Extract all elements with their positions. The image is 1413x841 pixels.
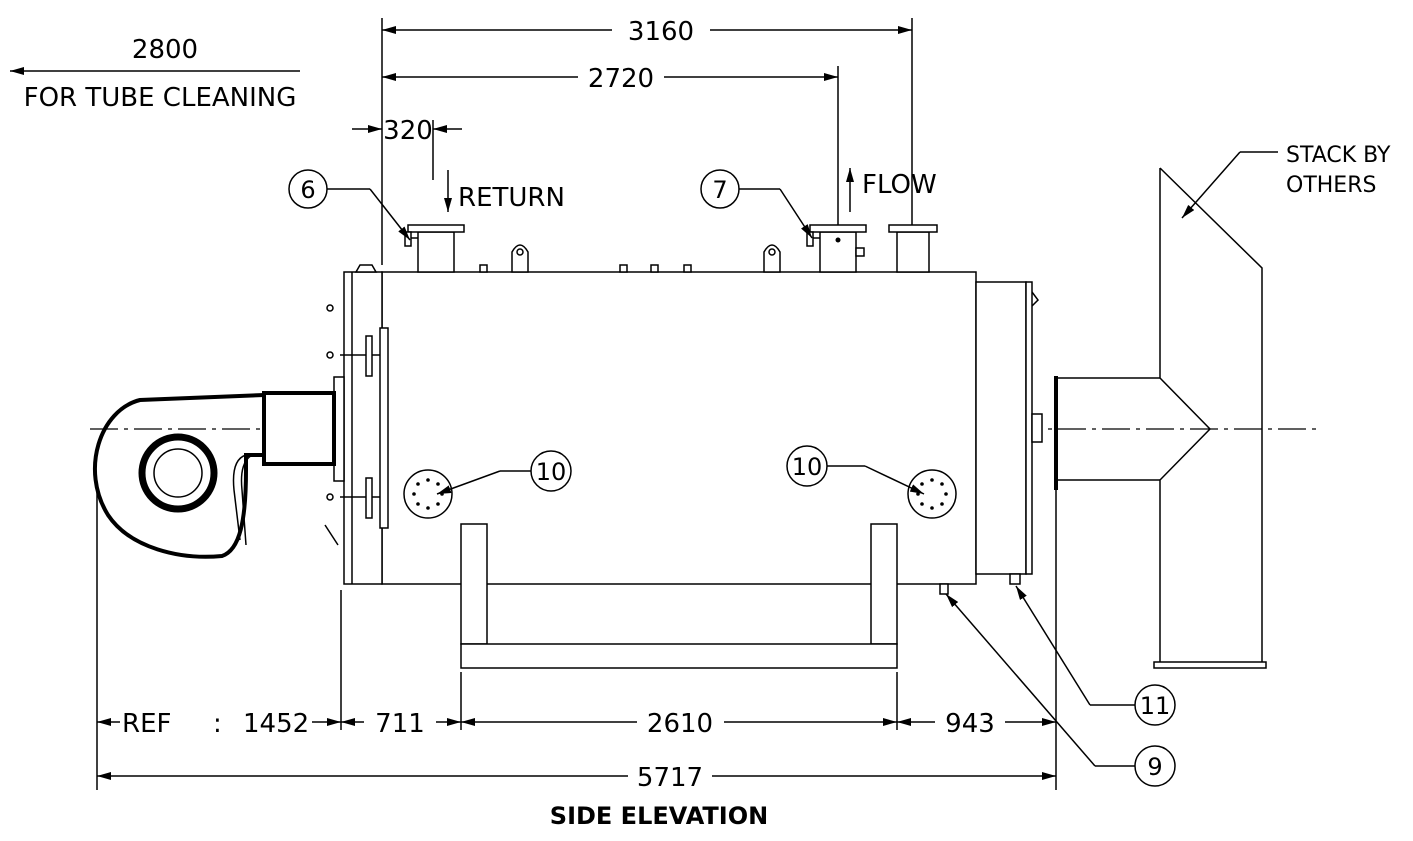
top-dimensions: 3160 2720 320 <box>352 17 913 265</box>
stack-label-line2: OTHERS <box>1286 173 1376 198</box>
skid-base <box>460 523 898 669</box>
callout-7: 7 <box>700 169 813 239</box>
dim-1452: 1452 <box>243 709 309 739</box>
stack-note: STACK BY OTHERS <box>1181 143 1391 219</box>
burner-assembly <box>92 376 345 559</box>
callout-6-label: 6 <box>300 176 315 204</box>
return-flow-markers: RETURN FLOW <box>444 168 937 213</box>
dim-320: 320 <box>383 116 433 146</box>
tube-cleaning-value: 2800 <box>132 35 198 65</box>
callout-10-right: 10 <box>786 445 925 495</box>
rear-smokebox <box>939 281 1043 595</box>
dim-2610: 2610 <box>647 709 713 739</box>
manhole-left <box>403 469 453 519</box>
callout-9: 9 <box>945 593 1176 787</box>
front-door <box>324 264 389 585</box>
callout-10b-label: 10 <box>792 453 823 481</box>
callout-10-left: 10 <box>436 450 572 495</box>
bottom-dimensions: REF : 1452 711 2610 943 5717 <box>96 490 1057 793</box>
dim-711: 711 <box>375 709 425 739</box>
tube-cleaning-note: 2800 FOR TUBE CLEANING <box>10 35 300 113</box>
callout-6: 6 <box>288 169 411 241</box>
callout-10a-label: 10 <box>536 458 567 486</box>
dim-2720: 2720 <box>588 64 654 94</box>
callout-9-label: 9 <box>1147 753 1162 781</box>
stack <box>1054 167 1267 669</box>
flow-label: FLOW <box>862 170 937 200</box>
drawing-title: SIDE ELEVATION <box>550 802 768 830</box>
return-label: RETURN <box>458 183 565 213</box>
manhole-right <box>907 469 957 519</box>
stack-label-line1: STACK BY <box>1286 143 1391 168</box>
callout-11-label: 11 <box>1140 692 1171 720</box>
callout-11: 11 <box>1015 585 1176 726</box>
dim-943: 943 <box>945 709 995 739</box>
dim-5717: 5717 <box>637 763 703 793</box>
dim-3160: 3160 <box>628 17 694 47</box>
dim-ref-colon: : <box>213 709 222 739</box>
dim-ref-label: REF <box>122 709 171 739</box>
tube-cleaning-label: FOR TUBE CLEANING <box>24 83 297 113</box>
callout-7-label: 7 <box>712 176 727 204</box>
